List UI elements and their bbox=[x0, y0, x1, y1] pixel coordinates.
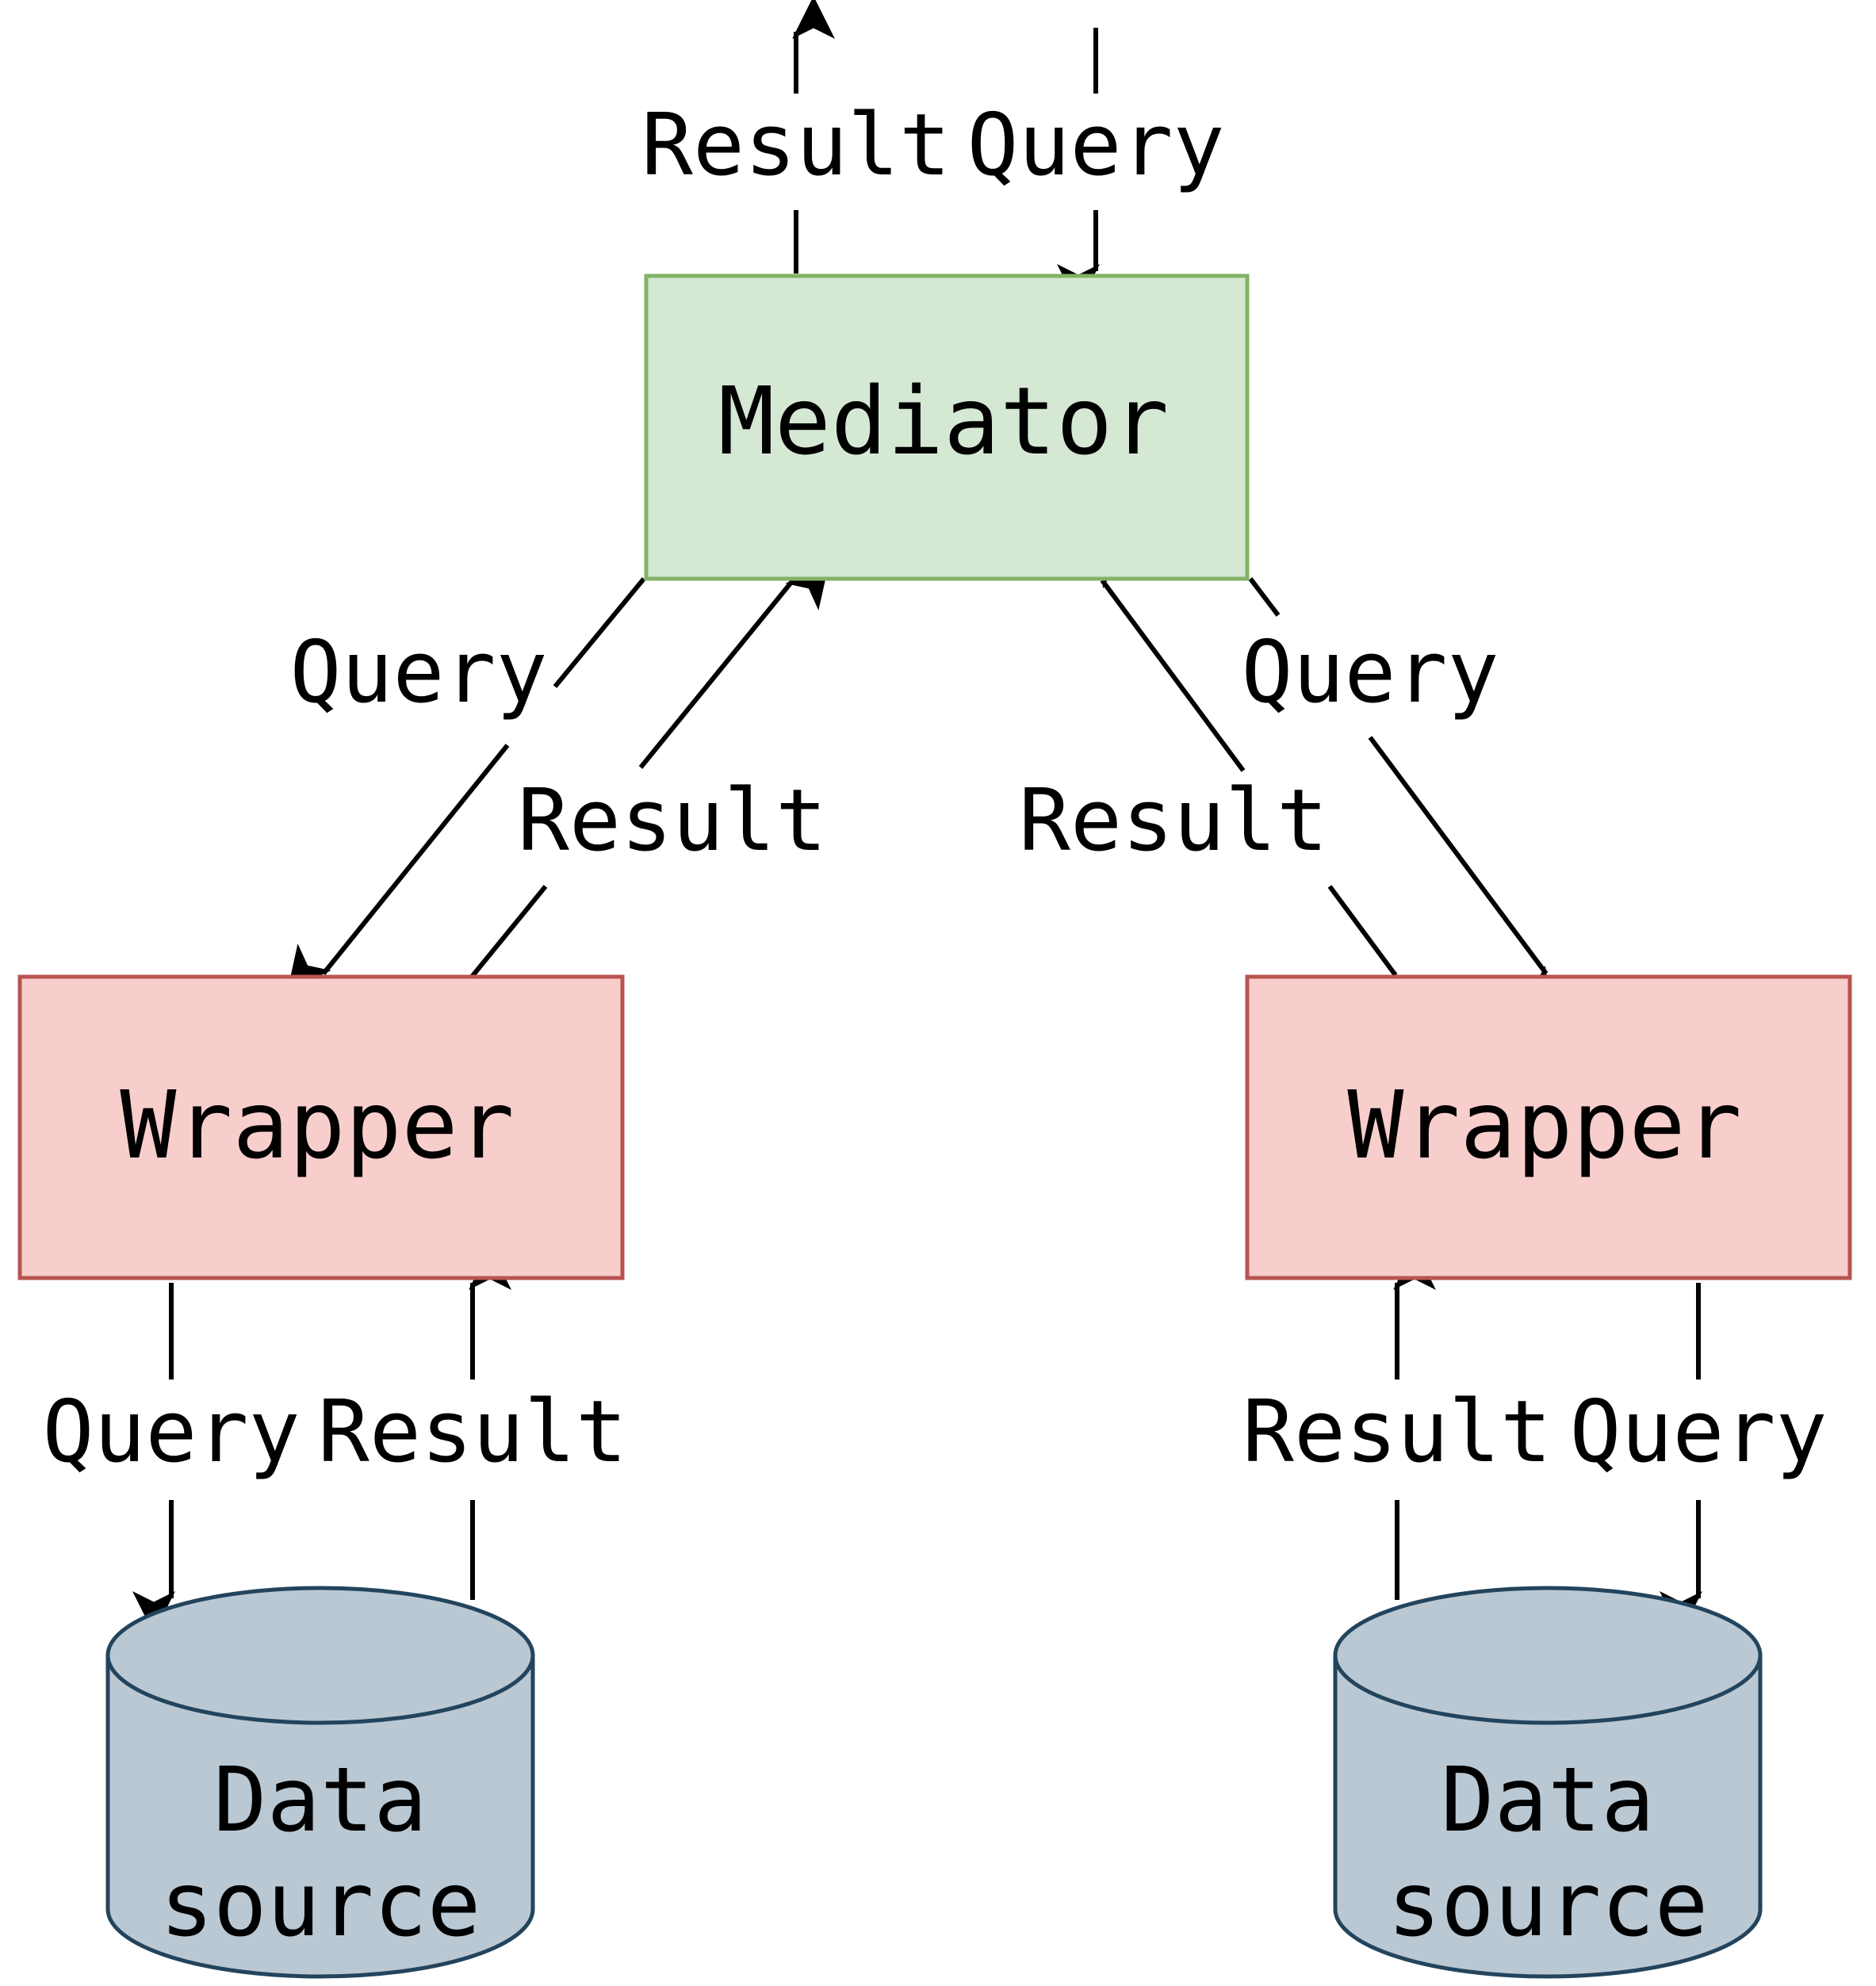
right-query-label: Query bbox=[1241, 623, 1499, 722]
wrapper-left-label: Wrapper bbox=[120, 1070, 514, 1180]
top-result-label: Result bbox=[641, 96, 951, 195]
wrapper-right-label: Wrapper bbox=[1347, 1070, 1741, 1180]
left-query-label: Query bbox=[289, 623, 547, 722]
datasource-right-label-line1: Data bbox=[1441, 1749, 1655, 1852]
edge-labels: Result Query Query Result Result Query Q… bbox=[42, 96, 1827, 1482]
mediator-node: Mediator bbox=[644, 274, 1250, 581]
datasource-node-left: Data source bbox=[105, 1586, 535, 1979]
right-query-line-upper bbox=[1248, 577, 1281, 617]
datasource-right-label-line2: source bbox=[1388, 1854, 1709, 1957]
right-result-label: Result bbox=[1019, 771, 1328, 871]
left-result-label: Result bbox=[518, 771, 827, 871]
right-bottom-result-label: Result bbox=[1242, 1383, 1552, 1482]
datasource-left-label-line2: source bbox=[160, 1854, 481, 1957]
right-query-arrow-lower bbox=[1368, 736, 1554, 1013]
right-bottom-query-label: Query bbox=[1569, 1383, 1827, 1482]
left-query-line-upper bbox=[553, 577, 646, 688]
datasource-left-label-line1: Data bbox=[213, 1749, 427, 1852]
mediator-label: Mediator bbox=[718, 366, 1169, 476]
connectors bbox=[132, 0, 1702, 1635]
datasource-node-right: Data source bbox=[1333, 1586, 1763, 1979]
top-query-label: Query bbox=[967, 96, 1224, 195]
right-result-line-lower bbox=[1327, 885, 1398, 977]
left-bottom-result-label: Result bbox=[318, 1383, 627, 1482]
left-result-arrow-upper bbox=[638, 563, 829, 769]
right-result-arrow-upper bbox=[1094, 541, 1246, 772]
wrapper-node-right: Wrapper bbox=[1245, 974, 1852, 1280]
left-query-arrow-lower bbox=[287, 744, 510, 991]
left-bottom-query-label: Query bbox=[42, 1383, 300, 1482]
left-result-line-lower bbox=[469, 885, 548, 978]
wrapper-node-left: Wrapper bbox=[17, 974, 625, 1280]
